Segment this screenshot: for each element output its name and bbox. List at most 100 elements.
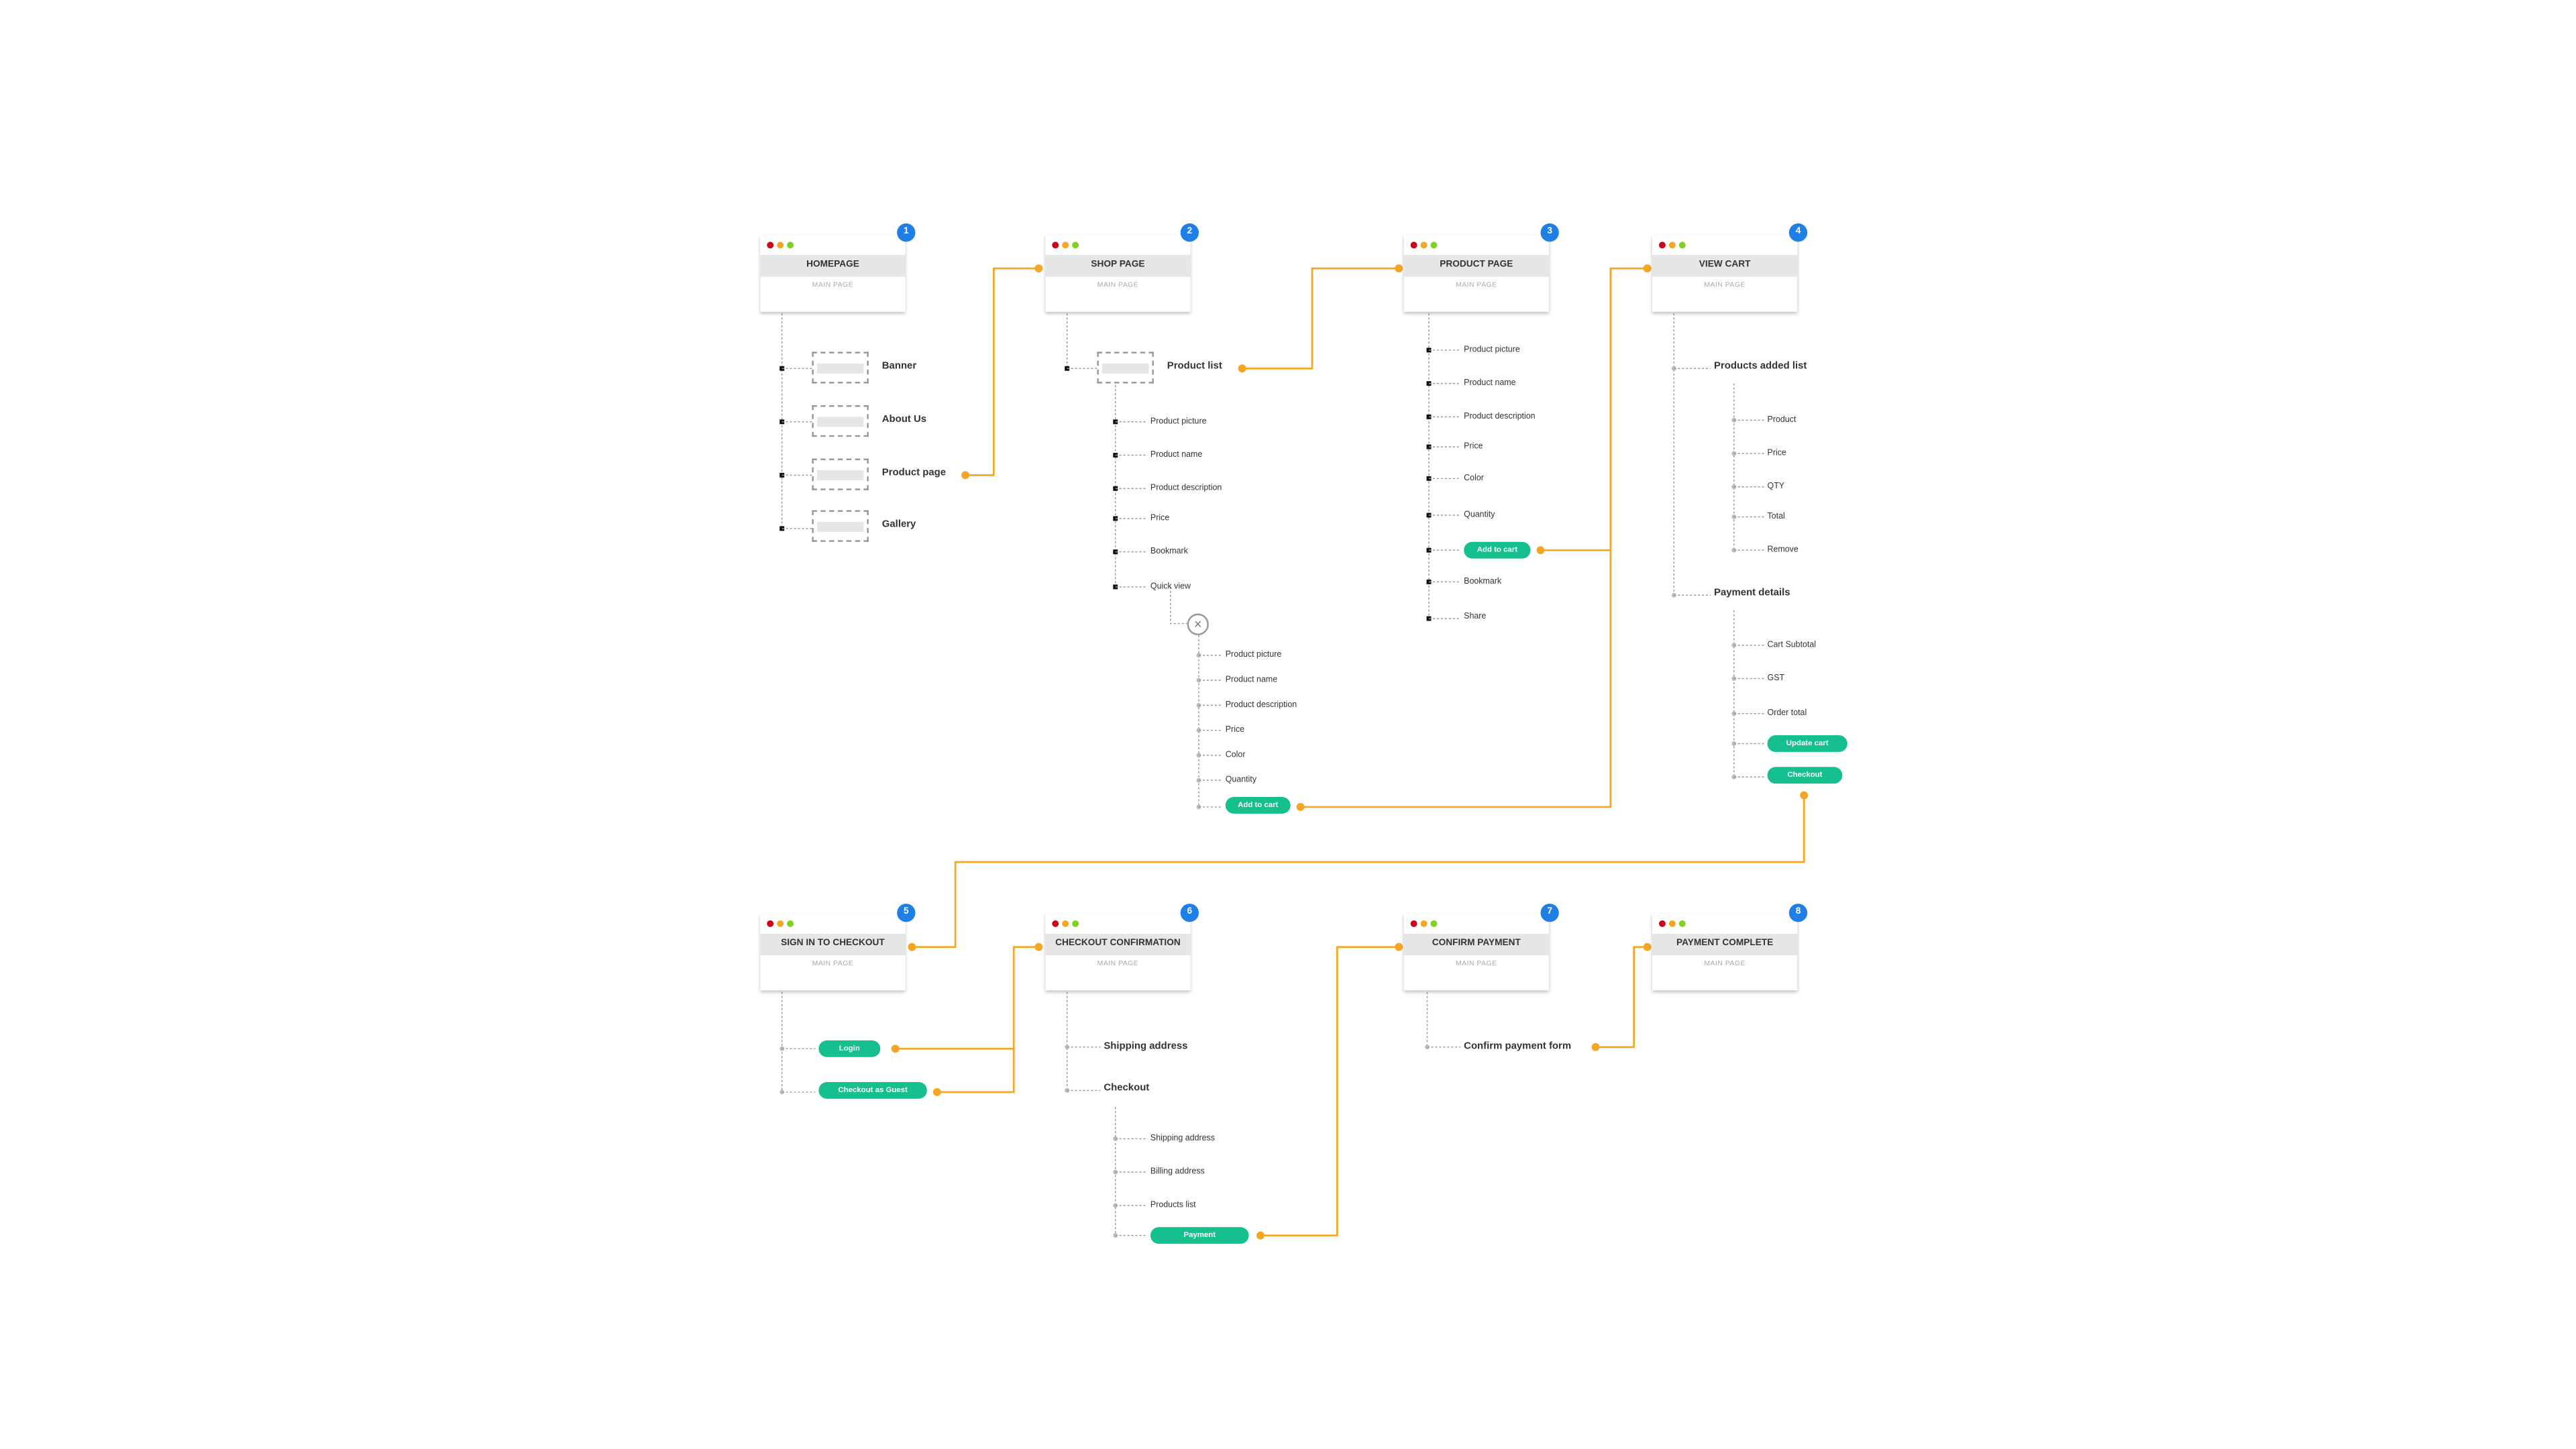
shop-item: Product picture	[1150, 417, 1207, 427]
window-dot-yellow	[777, 920, 784, 927]
product-item: Product description	[1464, 411, 1536, 422]
page-subtitle: MAIN PAGE	[1456, 280, 1497, 288]
page-title: PRODUCT PAGE	[1403, 255, 1549, 277]
node-dot	[1113, 1136, 1118, 1142]
page-subtitle: MAIN PAGE	[1456, 959, 1497, 967]
checkout-item: Products list	[1150, 1200, 1196, 1211]
page-card-checkout-confirmation: CHECKOUT CONFIRMATION MAIN PAGE	[1045, 913, 1191, 991]
page-number-badge: 3	[1540, 223, 1559, 242]
homepage-item-gallery: Gallery	[881, 520, 916, 531]
flow-connector-line	[1595, 946, 1648, 1049]
shop-product-list: Product list	[1167, 362, 1222, 372]
page-subtitle: MAIN PAGE	[812, 959, 854, 967]
product-item: Product picture	[1464, 345, 1520, 356]
connector-dot	[1034, 264, 1043, 273]
product-item: Bookmark	[1464, 576, 1502, 587]
node-dot	[1196, 753, 1201, 758]
page-card-payment-complete: PAYMENT COMPLETE MAIN PAGE	[1652, 913, 1798, 991]
node-square	[1113, 453, 1118, 458]
window-dot-red	[767, 920, 774, 927]
node-dot	[1113, 1233, 1118, 1238]
cart-list-item: QTY	[1767, 482, 1785, 492]
shop-item-quick-view: Quick view	[1150, 582, 1191, 592]
product-item: Product name	[1464, 378, 1516, 389]
window-dot-green	[787, 241, 794, 249]
connector-dot	[1395, 943, 1403, 951]
node-square	[1113, 549, 1118, 555]
flow-connector-line	[1260, 946, 1399, 1237]
quick-view-add-to-cart-button[interactable]: Add to cart	[1225, 797, 1291, 814]
product-list-thumbnail	[1097, 352, 1154, 384]
cart-list-item: Total	[1767, 512, 1785, 522]
node-square	[1426, 579, 1432, 584]
page-card-sign-in: SIGN IN TO CHECKOUT MAIN PAGE	[760, 913, 906, 991]
payment-button[interactable]: Payment	[1150, 1227, 1249, 1244]
window-dot-green	[787, 920, 794, 927]
quick-view-item: Color	[1225, 750, 1246, 761]
window-dot-yellow	[777, 241, 784, 249]
window-dot-green	[1072, 241, 1079, 249]
product-add-to-cart-button[interactable]: Add to cart	[1464, 541, 1531, 559]
checkout-item: Billing address	[1150, 1167, 1205, 1177]
page-number-badge: 7	[1540, 904, 1559, 922]
page-number-badge: 1	[897, 223, 916, 242]
window-dot-yellow	[1668, 920, 1676, 927]
page-title: HOMEPAGE	[760, 255, 906, 277]
homepage-item-product-page: Product page	[881, 468, 947, 479]
window-dot-yellow	[1668, 241, 1676, 249]
checkout-label: Checkout	[1104, 1083, 1150, 1094]
quick-view-item: Product name	[1225, 675, 1278, 686]
page-subtitle: MAIN PAGE	[812, 280, 854, 288]
window-dot-red	[1410, 241, 1417, 249]
node-square	[1113, 419, 1118, 425]
window-dot-green	[1072, 920, 1079, 927]
page-card-shop: SHOP PAGE MAIN PAGE	[1045, 235, 1191, 312]
node-square	[1426, 347, 1432, 353]
cart-payment-details: Payment details	[1713, 588, 1790, 599]
page-subtitle: MAIN PAGE	[1097, 280, 1139, 288]
page-subtitle: MAIN PAGE	[1097, 959, 1139, 967]
connector-dot	[1800, 791, 1809, 800]
node-square	[1113, 486, 1118, 491]
page-number-badge: 8	[1788, 904, 1808, 922]
window-dot-yellow	[1420, 241, 1428, 249]
node-dot	[1113, 1169, 1118, 1175]
shipping-address-label: Shipping address	[1104, 1042, 1188, 1053]
confirm-payment-form-label: Confirm payment form	[1464, 1042, 1572, 1053]
window-dot-red	[1658, 920, 1666, 927]
cart-payment-item: Order total	[1767, 708, 1807, 719]
connector-dot	[932, 1087, 941, 1096]
login-button[interactable]: Login	[818, 1040, 881, 1057]
page-title: CHECKOUT CONFIRMATION	[1045, 933, 1191, 956]
page-title: CONFIRM PAYMENT	[1403, 933, 1549, 956]
quick-view-item: Quantity	[1225, 775, 1257, 786]
window-dot-red	[767, 241, 774, 249]
flow-connector-line	[965, 267, 1039, 476]
connector-dot	[1395, 264, 1403, 273]
node-square	[1426, 616, 1432, 621]
page-number-badge: 6	[1180, 904, 1199, 922]
product-item: Color	[1464, 473, 1484, 484]
page-title: PAYMENT COMPLETE	[1652, 933, 1798, 956]
checkout-as-guest-button[interactable]: Checkout as Guest	[818, 1082, 927, 1099]
update-cart-button[interactable]: Update cart	[1767, 735, 1847, 752]
page-number-badge: 5	[897, 904, 916, 922]
product-item: Price	[1464, 441, 1483, 452]
page-title: SHOP PAGE	[1045, 255, 1191, 277]
node-dot	[1196, 702, 1201, 708]
connector-dot	[1296, 802, 1305, 811]
close-icon[interactable]: ×	[1187, 613, 1209, 635]
page-subtitle: MAIN PAGE	[1704, 280, 1746, 288]
node-square	[1426, 414, 1432, 419]
window-dot-yellow	[1420, 920, 1428, 927]
product-item: Share	[1464, 612, 1487, 623]
window-dot-red	[1658, 241, 1666, 249]
node-square	[1426, 476, 1432, 481]
connector-dot	[1643, 943, 1652, 951]
checkout-button[interactable]: Checkout	[1767, 767, 1843, 784]
connector-dot	[908, 943, 916, 951]
node-dot	[1196, 728, 1201, 733]
node-square	[1426, 547, 1432, 553]
flow-connector-line	[1540, 267, 1648, 551]
about-us-thumbnail	[812, 405, 869, 437]
